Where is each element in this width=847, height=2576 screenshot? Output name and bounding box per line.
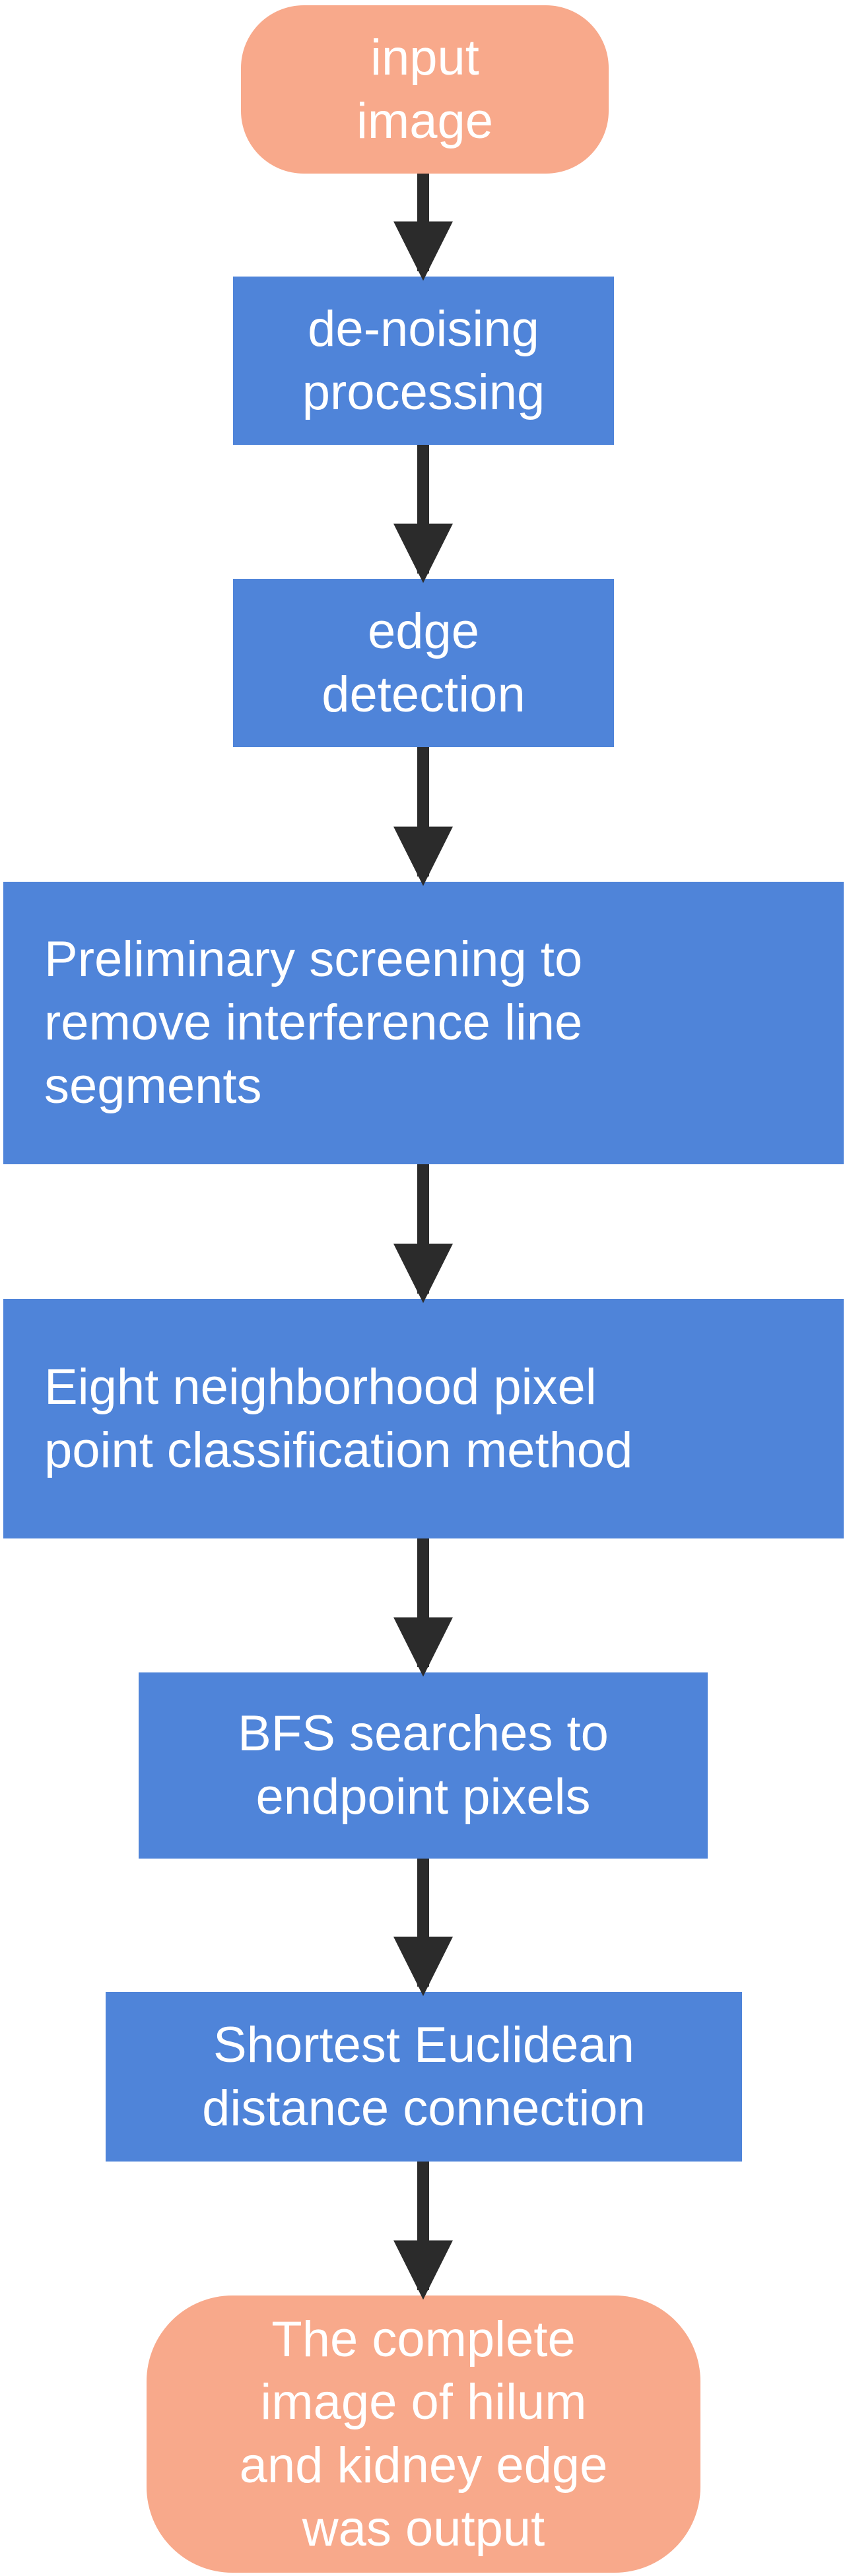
node-bfs-search-label: BFS searches to endpoint pixels — [238, 1705, 609, 1825]
node-eight-neighborhood-label: Eight neighborhood pixel point classific… — [44, 1358, 633, 1478]
node-input-image-label: input image — [356, 29, 493, 149]
node-edge-detection-label: edge detection — [322, 603, 525, 723]
node-shortest-euclidean-label: Shortest Euclidean distance connection — [202, 2016, 646, 2136]
node-shortest-euclidean: Shortest Euclidean distance connection — [106, 1992, 742, 2162]
node-bfs-search: BFS searches to endpoint pixels — [139, 1672, 708, 1859]
node-preliminary-screening: Preliminary screening to remove interfer… — [3, 882, 844, 1164]
node-de-noising-processing-label: de-noising processing — [302, 300, 545, 420]
node-output-image: The complete image of hilum and kidney e… — [147, 2295, 700, 2573]
node-de-noising-processing: de-noising processing — [233, 277, 614, 445]
node-input-image: input image — [241, 5, 609, 174]
node-edge-detection: edge detection — [233, 579, 614, 747]
node-preliminary-screening-label: Preliminary screening to remove interfer… — [44, 931, 583, 1114]
node-eight-neighborhood: Eight neighborhood pixel point classific… — [3, 1299, 844, 1538]
node-output-image-label: The complete image of hilum and kidney e… — [239, 2311, 608, 2557]
